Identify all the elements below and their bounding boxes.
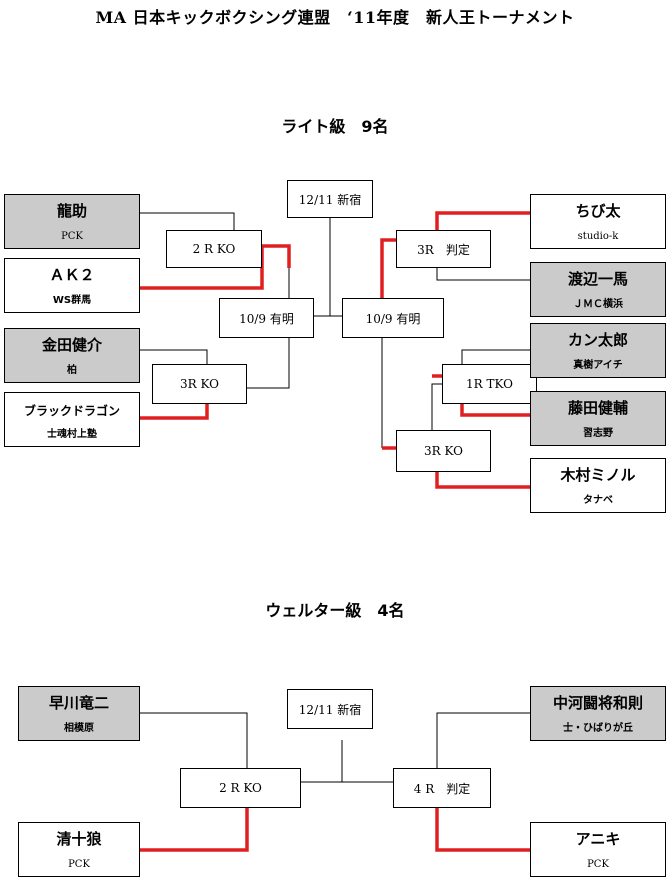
fighter-name: カン太郎: [567, 331, 628, 349]
welter-result-right-text: 4 R 判定: [413, 781, 471, 796]
win-line-kimura: [435, 472, 530, 489]
fighter-name: 龍助: [56, 202, 87, 220]
light-result-left-top-text: 2 R KO: [192, 242, 236, 256]
fighter-box-chibita: ちび太 studio-k: [530, 194, 666, 249]
fighter-name: ブラックドラゴン: [23, 404, 120, 418]
fighter-name: 早川竜二: [48, 694, 109, 712]
fighter-name: 木村ミノル: [560, 466, 636, 484]
welter-final-box: 12/11 新宿: [287, 689, 373, 729]
light-result-left-top: 2 R KO: [166, 230, 262, 268]
fighter-box-black-dragon: ブラックドラゴン 士魂村上塾: [4, 392, 140, 447]
fighter-box-aniki: アニキ PCK: [530, 822, 666, 877]
win-line-ak2: [140, 244, 291, 290]
win-line-chibita: [435, 211, 530, 230]
line-hayakawa: [140, 712, 248, 768]
line-sf-left-bottom: [247, 336, 290, 389]
fighter-gym: 相模原: [64, 723, 94, 734]
light-semifinal-right-venue: 10/9 有明: [365, 311, 421, 326]
fighter-gym: 士・ひばりが丘: [563, 723, 633, 734]
fighter-box-nakagawa: 中河闘将和則 士・ひばりが丘: [530, 686, 666, 741]
light-result-left-bottom: 3R KO: [152, 364, 247, 404]
win-line-fujita: [460, 404, 530, 417]
line-kan: [461, 349, 530, 364]
line-welter-final: [301, 740, 343, 783]
fighter-name: ちび太: [575, 202, 621, 220]
fighter-gym: 習志野: [583, 428, 613, 439]
fighter-box-fujita: 藤田健輔 習志野: [530, 391, 666, 446]
fighter-box-ak2: ＡＫ２ WS群馬: [4, 258, 140, 313]
line-kaneda: [140, 349, 208, 364]
line-inner-to-r1: [431, 383, 442, 430]
fighter-gym: 真樹アイチ: [573, 360, 623, 371]
win-line-aniki: [435, 808, 530, 852]
welter-result-left-text: 2 R KO: [219, 781, 262, 795]
fighter-name: アニキ: [575, 830, 621, 848]
light-semifinal-left-venue: 10/9 有明: [239, 311, 294, 326]
win-line-r3-to-sf: [380, 238, 396, 300]
fighter-name: 渡辺一馬: [567, 270, 628, 288]
fighter-box-watanabe: 渡辺一馬 ＪＭＣ横浜: [530, 262, 666, 317]
fighter-name: 金田健介: [41, 336, 102, 354]
light-result-right-bottom-text: 3R KO: [424, 444, 463, 458]
fighter-box-hayakawa: 早川竜二 相模原: [18, 686, 140, 741]
fighter-name: 清十狼: [56, 830, 102, 848]
line-watanabe: [436, 268, 530, 281]
fighter-name: 藤田健輔: [567, 399, 628, 417]
fighter-gym: 士魂村上塾: [47, 429, 97, 440]
light-semifinal-right-box: 10/9 有明: [342, 298, 444, 338]
fighter-gym: 柏: [67, 365, 77, 376]
fighter-box-seijuro: 清十狼 PCK: [18, 822, 140, 877]
fighter-box-kimura: 木村ミノル タナベ: [530, 458, 666, 513]
light-result-right-inner: 1R TKO: [442, 364, 537, 404]
fighter-gym: PCK: [61, 231, 83, 242]
light-result-right-top-text: 3R 判定: [417, 242, 470, 257]
light-result-right-inner-text: 1R TKO: [466, 377, 513, 391]
fighter-gym: studio-k: [577, 231, 619, 242]
fighter-box-kaneda: 金田健介 柏: [4, 328, 140, 383]
page-title: MA 日本キックボクシング連盟 ‘11年度 新人王トーナメント: [95, 8, 575, 27]
light-final-box: 12/11 新宿: [287, 180, 373, 218]
light-section-title: ライト級 9名: [281, 117, 389, 136]
light-result-left-bottom-text: 3R KO: [180, 377, 219, 391]
welter-result-left: 2 R KO: [180, 768, 301, 808]
light-result-right-top: 3R 判定: [396, 230, 491, 268]
welter-final-venue: 12/11 新宿: [298, 702, 362, 717]
welter-section-title: ウェルター級 4名: [265, 601, 405, 620]
light-final-venue: 12/11 新宿: [298, 192, 362, 207]
fighter-box-ryusuke: 龍助 PCK: [4, 194, 140, 249]
win-line-black-dragon: [140, 404, 209, 420]
fighter-gym: ＪＭＣ横浜: [573, 299, 623, 310]
line-ryusuke: [140, 212, 235, 230]
fighter-gym: PCK: [68, 859, 90, 870]
line-nakagawa: [436, 712, 530, 768]
welter-result-right: 4 R 判定: [393, 768, 491, 808]
fighter-name: ＡＫ２: [49, 266, 95, 284]
win-line-seijuro: [140, 808, 249, 852]
fighter-name: 中河闘将和則: [552, 694, 643, 712]
light-semifinal-left-box: 10/9 有明: [219, 298, 314, 338]
light-result-right-bottom: 3R KO: [396, 430, 491, 472]
fighter-gym: PCK: [587, 859, 609, 870]
fighter-gym: WS群馬: [52, 295, 92, 306]
fighter-gym: タナベ: [583, 495, 613, 506]
fighter-box-kantaro: カン太郎 真樹アイチ: [530, 323, 666, 378]
